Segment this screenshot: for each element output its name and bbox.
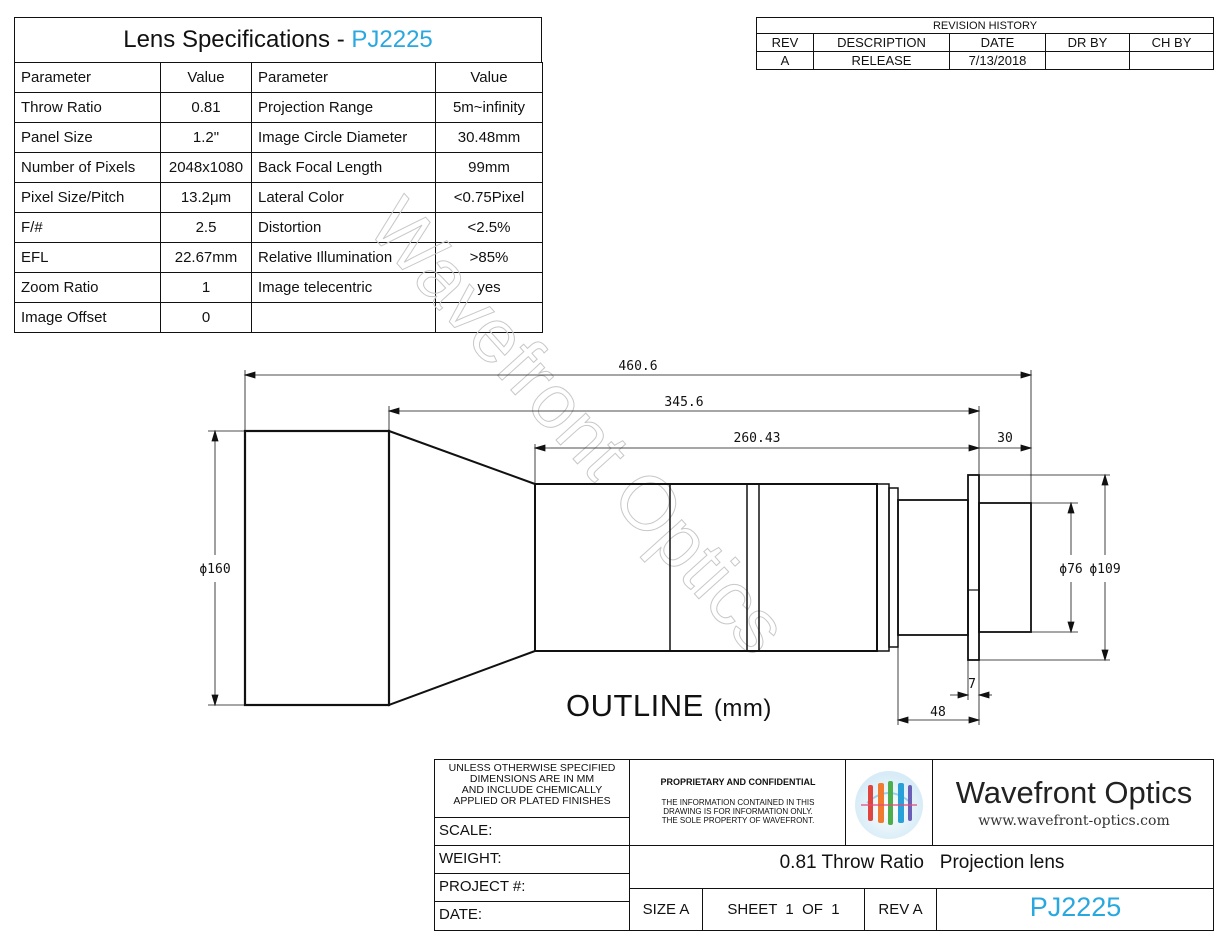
outline-label: OUTLINE (mm) xyxy=(566,688,772,724)
spec-param: Projection Range xyxy=(251,92,436,123)
spec-value xyxy=(435,302,543,333)
revision-header: CH BY xyxy=(1128,33,1215,52)
title-block-grid xyxy=(434,759,1214,931)
spec-title-text: Lens Specifications - xyxy=(123,26,352,53)
spec-grid: Parameter Value Parameter Value Throw Ra… xyxy=(14,62,543,333)
prop-line: THE SOLE PROPERTY OF WAVEFRONT. xyxy=(661,816,815,825)
scale-label: SCALE: xyxy=(439,822,493,839)
spec-header-row: Parameter Value Parameter Value xyxy=(14,62,543,93)
title-block: UNLESS OTHERWISE SPECIFIED DIMENSIONS AR… xyxy=(434,759,1214,931)
front-barrel xyxy=(243,429,391,707)
dimension-labels: 460.6 345.6 260.43 30 ϕ160 ϕ76 ϕ109 7 48 xyxy=(199,359,1120,720)
flange xyxy=(967,474,980,661)
note-line: AND INCLUDE CHEMICALLY xyxy=(461,784,603,796)
outline-title: OUTLINE xyxy=(566,688,704,723)
size-label: SIZE A xyxy=(642,901,690,918)
spec-param: Number of Pixels xyxy=(14,152,161,183)
prop-line: DRAWING IS FOR INFORMATION ONLY. xyxy=(663,807,813,816)
note-line: APPLIED OR PLATED FINISHES xyxy=(453,795,611,807)
spec-value: 13.2μm xyxy=(160,182,252,213)
spec-value: yes xyxy=(435,272,543,303)
spec-value: 30.48mm xyxy=(435,122,543,153)
watermark: Wavefront Optics xyxy=(352,182,803,670)
dim-flange-to-end: 30 xyxy=(997,431,1013,446)
dim-flange-diameter: ϕ109 xyxy=(1089,562,1120,577)
lens-body xyxy=(243,429,1032,707)
spec-value: >85% xyxy=(435,242,543,273)
notes: UNLESS OTHERWISE SPECIFIED DIMENSIONS AR… xyxy=(438,763,626,807)
drawing-description: 0.81 Throw Ratio Projection lens xyxy=(779,852,1065,873)
dim-front-diameter: ϕ160 xyxy=(199,562,230,577)
weight-label: WEIGHT: xyxy=(439,850,502,867)
dim-flange-thickness: 7 xyxy=(968,677,976,692)
spec-param: Image telecentric xyxy=(251,272,436,303)
dim-barrel-length: 260.43 xyxy=(734,431,781,446)
spec-param: Zoom Ratio xyxy=(14,272,161,303)
spec-param xyxy=(251,302,436,333)
spec-value: 22.67mm xyxy=(160,242,252,273)
spec-value: 0 xyxy=(160,302,252,333)
sheet-label: SHEET 1 OF 1 xyxy=(727,901,840,918)
date-label: DATE: xyxy=(439,906,483,923)
rear-neck xyxy=(897,499,969,636)
ring xyxy=(876,483,890,652)
spec-value: 5m~infinity xyxy=(435,92,543,123)
note-line: DIMENSIONS ARE IN MM xyxy=(469,773,595,785)
lens-spec-table: Lens Specifications - PJ2225 Parameter V… xyxy=(14,17,543,337)
spec-param: Throw Ratio xyxy=(14,92,161,123)
spec-value: 2048x1080 xyxy=(160,152,252,183)
spec-param: Distortion xyxy=(251,212,436,243)
spec-param: Panel Size xyxy=(14,122,161,153)
spec-part-number: PJ2225 xyxy=(351,26,433,53)
part-number: PJ2225 xyxy=(1029,892,1122,922)
dimension-lines xyxy=(208,370,1110,725)
spec-param: Image Offset xyxy=(14,302,161,333)
unit-label: (mm) xyxy=(713,695,772,722)
taper-section xyxy=(388,429,536,707)
revision-header: REV xyxy=(756,33,814,52)
spec-param: Lateral Color xyxy=(251,182,436,213)
spec-value: <0.75Pixel xyxy=(435,182,543,213)
revision-history-table: REVISION HISTORY REV DESCRIPTION DATE DR… xyxy=(755,17,1215,70)
spec-param: F/# xyxy=(14,212,161,243)
revision-header: DATE xyxy=(949,33,1046,52)
revision-row: A RELEASE 7/13/2018 xyxy=(756,51,1215,70)
revision-cell: RELEASE xyxy=(813,51,950,70)
company-logo-icon xyxy=(855,771,923,839)
revision-header: DR BY xyxy=(1045,33,1130,52)
spec-param: EFL xyxy=(14,242,161,273)
proprietary-title: PROPRIETARY AND CONFIDENTIAL xyxy=(660,777,816,787)
rev-label: REV A xyxy=(878,901,923,918)
prop-line: THE INFORMATION CONTAINED IN THIS xyxy=(661,798,815,807)
spec-row: F/#2.5 Distortion<2.5% xyxy=(14,212,543,243)
spec-header: Parameter xyxy=(14,62,161,93)
company-name: Wavefront Optics xyxy=(955,775,1193,810)
company-website: www.wavefront-optics.com xyxy=(978,813,1170,829)
rear-tube xyxy=(978,502,1032,633)
revision-header-row: REV DESCRIPTION DATE DR BY CH BY xyxy=(756,33,1215,52)
dim-overall-length: 460.6 xyxy=(618,359,657,374)
project-label: PROJECT #: xyxy=(439,878,526,895)
proprietary-text: THE INFORMATION CONTAINED IN THIS DRAWIN… xyxy=(634,798,842,825)
spec-param: Relative Illumination xyxy=(251,242,436,273)
revision-cell xyxy=(1128,51,1215,70)
ring xyxy=(888,487,899,648)
dim-rear-length: 48 xyxy=(930,705,946,720)
spec-value: 1.2" xyxy=(160,122,252,153)
dim-rear-diameter: ϕ76 xyxy=(1059,562,1082,577)
dim-body-length: 345.6 xyxy=(664,395,703,410)
note-line: UNLESS OTHERWISE SPECIFIED xyxy=(448,762,616,774)
